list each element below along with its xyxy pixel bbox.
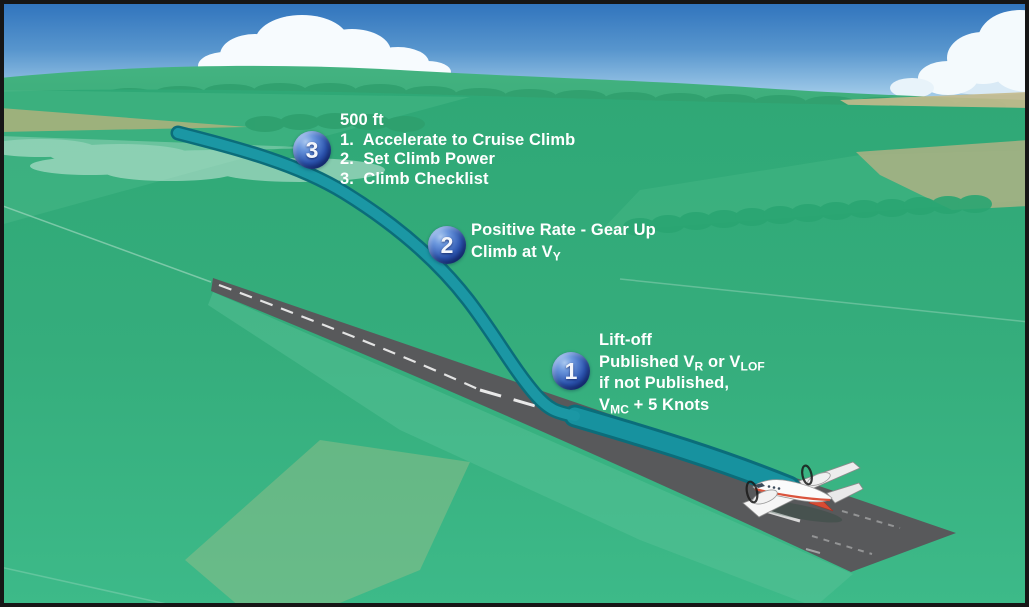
hedge-row-mid <box>623 195 992 236</box>
airplane-tailplane <box>826 482 864 504</box>
flight-path <box>170 125 801 499</box>
step-marker-2-label: 2 <box>440 231 454 258</box>
runway-centerline <box>218 283 481 392</box>
step-marker-1-label: 1 <box>564 357 578 384</box>
propeller-icon <box>745 480 759 504</box>
airplane-icon <box>742 461 864 523</box>
step-marker-3-label: 3 <box>305 136 319 163</box>
step-marker-1: 1 <box>552 352 590 390</box>
field-patches <box>0 90 1029 607</box>
mist-clouds <box>0 136 385 182</box>
step-marker-2: 2 <box>428 226 466 264</box>
cloud-icon <box>890 10 1029 98</box>
airplane-fuselage <box>752 479 833 503</box>
step-marker-3: 3 <box>293 131 331 169</box>
airplane-windshield <box>755 483 765 488</box>
hedge-row-upper <box>245 113 425 132</box>
propeller-icon <box>801 464 813 486</box>
airplane-red-stripe <box>754 487 831 502</box>
